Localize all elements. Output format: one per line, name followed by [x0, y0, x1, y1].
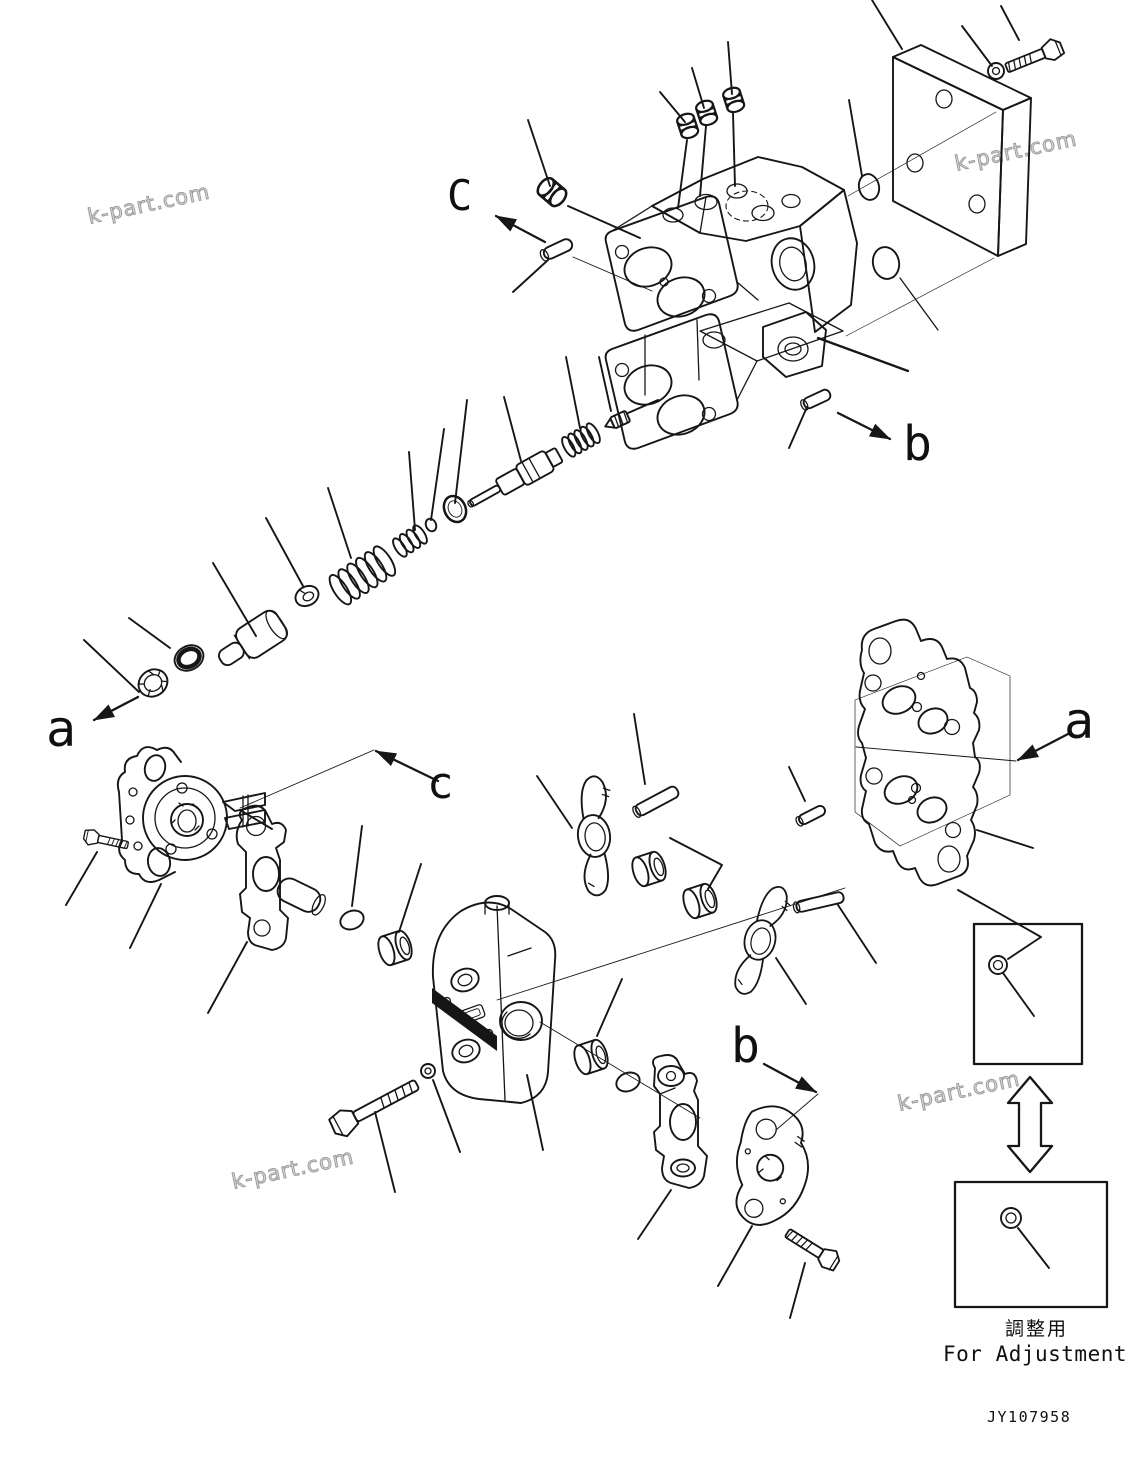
retainer-ring-large — [442, 494, 468, 524]
control-spool — [467, 447, 564, 508]
view-arrow-b-lower — [762, 1062, 819, 1131]
section-label-c-top: C — [447, 171, 473, 220]
view-label-b-upper: b — [903, 416, 932, 472]
small-washer-lower — [420, 1063, 436, 1079]
section-label-c-mid: c — [427, 758, 454, 809]
small-bolt-lower — [780, 1223, 844, 1274]
wing-cam-follower-1 — [568, 773, 625, 898]
retainer-ring-small — [424, 517, 438, 533]
view-arrow-a-left — [92, 695, 140, 722]
view-label-a-right: a — [1064, 692, 1095, 750]
cover-washer — [987, 62, 1005, 80]
sleeve-bushing-2 — [628, 848, 670, 890]
upper-spring — [561, 422, 601, 458]
adjustment-note-ja: 調整用 — [1005, 1318, 1069, 1340]
cap-plug — [137, 668, 169, 698]
small-spring — [392, 524, 428, 558]
view-arrow-b-upper — [816, 336, 910, 441]
figure-code: JY107958 — [987, 1408, 1072, 1426]
o-ring-blank-small — [857, 173, 881, 201]
o-ring-blank-large — [871, 246, 901, 280]
socket-plug-1 — [674, 110, 701, 142]
long-hex-bolt — [328, 1079, 420, 1138]
plunger-piston — [218, 609, 289, 667]
view-label-b-lower: b — [731, 1018, 760, 1074]
section-pin — [539, 238, 574, 262]
dowel-pin-gasket — [795, 804, 826, 827]
support-bracket-left — [235, 804, 326, 951]
large-spring — [328, 545, 397, 606]
adjuster-screw — [604, 410, 631, 429]
upper-valve-body — [604, 156, 858, 450]
cam-plate-left — [116, 746, 266, 883]
socket-plug-2 — [693, 97, 720, 129]
wing-cam-follower-2 — [730, 880, 795, 1001]
o-ring — [173, 644, 205, 672]
adjustment-note-en: For Adjustment — [943, 1342, 1128, 1366]
sleeve-bushing-3 — [679, 880, 721, 922]
dowel-pin-long — [792, 891, 845, 914]
cam-plate-lower — [735, 1105, 809, 1226]
sleeve-bushing-4 — [570, 1036, 612, 1078]
view-label-a-left: a — [46, 700, 77, 758]
dowel-pin-upper — [800, 388, 832, 411]
mounting-gasket — [857, 618, 981, 887]
leader-lines — [65, 0, 1050, 1319]
side-plug — [533, 173, 571, 211]
plug-oval-lower — [615, 1071, 641, 1093]
lower-valve-body — [432, 895, 557, 1104]
cover-bolt — [1001, 35, 1067, 79]
view-arrow-a-right — [855, 732, 1070, 762]
spring-seat — [294, 584, 320, 608]
for-adjustment-double-arrow — [1006, 1075, 1054, 1174]
gasket-phantom-outline — [854, 656, 1011, 847]
socket-plug-3 — [720, 84, 747, 116]
plug-oval-left — [339, 909, 365, 931]
end-cover-plate — [892, 44, 1032, 257]
section-arrow-c-mid — [239, 749, 440, 809]
shim-box-lower — [953, 1180, 1109, 1309]
support-bracket-lower — [652, 1054, 708, 1189]
sleeve-bushing-1 — [374, 927, 416, 969]
dowel-pin-mid — [632, 785, 680, 818]
shim-box-upper — [972, 922, 1084, 1066]
